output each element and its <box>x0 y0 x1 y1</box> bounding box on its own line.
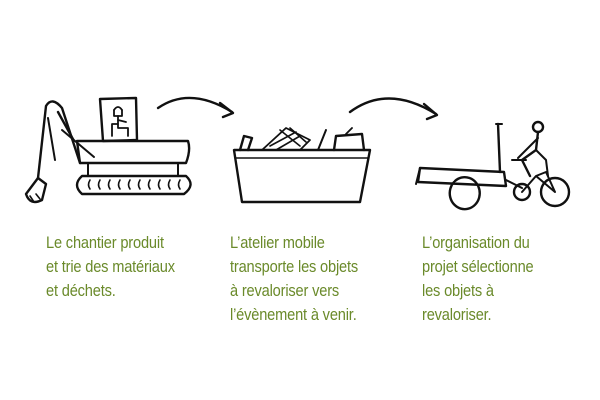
mobile-workshop-container-icon <box>232 127 372 204</box>
cargo-bike-trailer-icon <box>415 120 571 211</box>
caption-line: et déchets. <box>46 281 116 300</box>
step-2-caption: L’atelier mobile transporte les objets à… <box>230 231 358 327</box>
arrow-right-icon <box>348 97 439 121</box>
caption-line: revaloriser. <box>422 305 492 324</box>
step-3-caption: L’organisation du projet sélectionne les… <box>422 231 534 327</box>
caption-line: L’atelier mobile <box>230 233 325 252</box>
caption-line: L’organisation du <box>422 233 530 252</box>
excavator-icon <box>24 96 192 204</box>
caption-line: projet sélectionne <box>422 257 534 276</box>
caption-line: à revaloriser vers <box>230 281 340 300</box>
step-1-caption: Le chantier produit et trie des matériau… <box>46 231 175 303</box>
caption-line: l’évènement à venir. <box>230 305 357 324</box>
caption-line: Le chantier produit <box>46 233 164 252</box>
caption-line: les objets à <box>422 281 494 300</box>
arrow-right-icon <box>156 96 235 119</box>
caption-line: et trie des matériaux <box>46 257 175 276</box>
caption-line: transporte les objets <box>230 257 359 276</box>
